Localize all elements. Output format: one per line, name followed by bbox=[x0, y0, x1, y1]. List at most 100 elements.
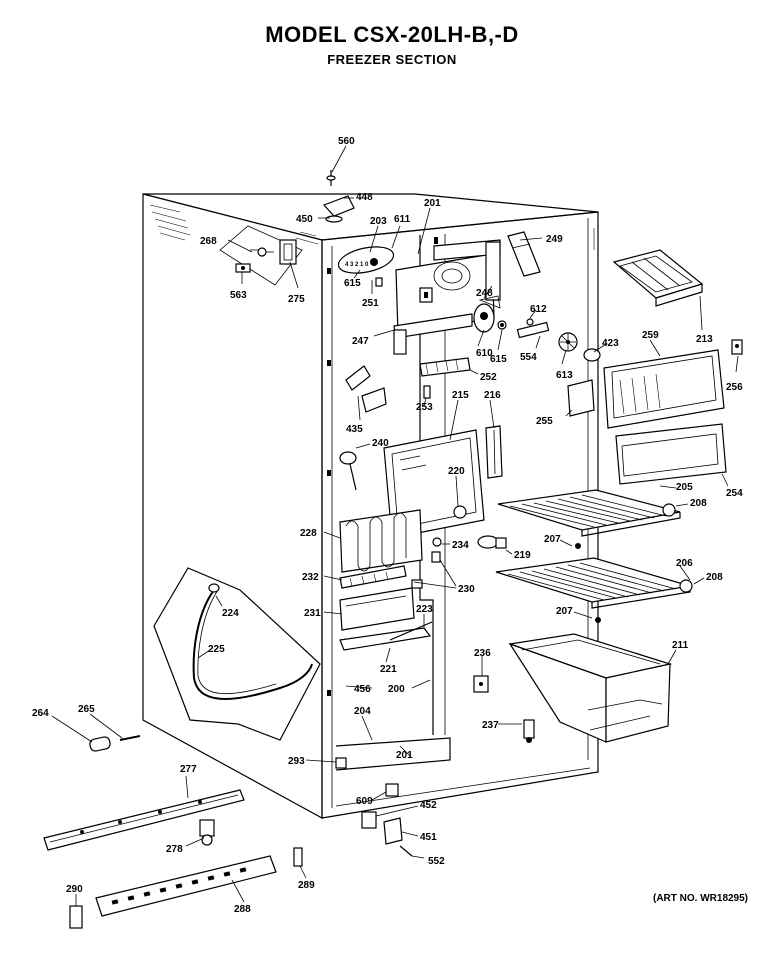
callout-labels: 560 448 450 203 611 201 268 249 275 615 … bbox=[32, 136, 743, 915]
top-hardware bbox=[322, 170, 355, 223]
callout-label: 224 bbox=[222, 608, 239, 619]
callout-label: 256 bbox=[726, 382, 743, 393]
heater-232 bbox=[339, 565, 407, 589]
svg-text:4 3 2 1 0: 4 3 2 1 0 bbox=[345, 262, 369, 268]
hinge-parts bbox=[473, 675, 535, 743]
clips-230 bbox=[411, 551, 441, 589]
callout-label: 435 bbox=[346, 424, 363, 435]
drain-parts bbox=[432, 535, 507, 549]
grille-252 bbox=[419, 357, 471, 377]
callout-label: 216 bbox=[484, 390, 501, 401]
callout-label: 204 bbox=[354, 706, 371, 717]
callout-label: 615 bbox=[490, 354, 507, 365]
callout-label: 208 bbox=[706, 572, 723, 583]
fan-blade-assembly bbox=[516, 318, 578, 352]
fan-motor bbox=[473, 295, 507, 333]
callout-label: 206 bbox=[676, 558, 693, 569]
light-shield bbox=[603, 349, 725, 429]
small-brackets bbox=[345, 365, 431, 413]
callout-label: 268 bbox=[200, 236, 217, 247]
callout-label: 613 bbox=[556, 370, 573, 381]
wire-shelf-upper bbox=[497, 489, 681, 537]
callout-label: 278 bbox=[166, 844, 183, 855]
clip-256 bbox=[731, 339, 743, 355]
callout-label: 228 bbox=[300, 528, 317, 539]
callout-label: 215 bbox=[452, 390, 469, 401]
callout-label: 289 bbox=[298, 880, 315, 891]
callout-label: 251 bbox=[362, 298, 379, 309]
wire-shelf-lower bbox=[495, 557, 691, 609]
ice-bin bbox=[508, 633, 673, 743]
duct-216 bbox=[485, 425, 503, 479]
callout-label: 253 bbox=[416, 402, 433, 413]
sensor-240 bbox=[339, 451, 357, 491]
callout-label: 219 bbox=[514, 550, 531, 561]
callout-label: 200 bbox=[388, 684, 405, 695]
plate-255 bbox=[567, 379, 595, 417]
bottom-rail-277 bbox=[43, 789, 245, 851]
callout-label: 456 bbox=[354, 684, 371, 695]
callout-label: 223 bbox=[416, 604, 433, 615]
callout-label: 560 bbox=[338, 136, 355, 147]
callout-label: 211 bbox=[672, 640, 689, 651]
callout-label: 448 bbox=[356, 192, 373, 203]
callout-label: 450 bbox=[296, 214, 313, 225]
callout-label: 203 bbox=[370, 216, 387, 227]
leader-lines bbox=[51, 145, 739, 906]
small-parts-289-290 bbox=[69, 847, 303, 929]
art-number: (ART NO. WR18295) bbox=[653, 893, 749, 904]
callout-label: 610 bbox=[476, 348, 493, 359]
lower-hinge-assembly bbox=[361, 783, 413, 857]
callout-label: 230 bbox=[458, 584, 475, 595]
callout-label: 259 bbox=[642, 330, 659, 341]
callout-label: 201 bbox=[424, 198, 441, 209]
callout-label: 220 bbox=[448, 466, 465, 477]
fan-housing-panel bbox=[393, 253, 495, 355]
callout-label: 264 bbox=[32, 708, 49, 719]
callout-label: 248 bbox=[476, 288, 493, 299]
section-subtitle: FREEZER SECTION bbox=[327, 52, 457, 67]
callout-label: 563 bbox=[230, 290, 247, 301]
thermostat-dial: 4 3 2 1 0 bbox=[337, 246, 395, 287]
callout-label: 208 bbox=[690, 498, 707, 509]
callout-label: 234 bbox=[452, 540, 469, 551]
evaporator-coil bbox=[339, 509, 423, 573]
callout-label: 611 bbox=[394, 214, 411, 225]
shelf-supports bbox=[575, 503, 693, 623]
callout-label: 554 bbox=[520, 352, 537, 363]
model-title: MODEL CSX-20LH-B,-D bbox=[265, 22, 519, 47]
callout-label: 277 bbox=[180, 764, 197, 775]
callout-label: 236 bbox=[474, 648, 491, 659]
callout-label: 423 bbox=[602, 338, 619, 349]
clip-293 bbox=[335, 757, 347, 769]
plug-parts bbox=[89, 735, 141, 752]
callout-label: 221 bbox=[380, 664, 397, 675]
callout-label: 452 bbox=[420, 800, 437, 811]
ice-cube-tray bbox=[612, 249, 704, 307]
callout-label: 615 bbox=[344, 278, 361, 289]
callout-label: 205 bbox=[676, 482, 693, 493]
callout-label: 265 bbox=[78, 704, 95, 715]
callout-label: 231 bbox=[304, 608, 321, 619]
callout-label: 293 bbox=[288, 756, 305, 767]
callout-label: 237 bbox=[482, 720, 499, 731]
callout-label: 252 bbox=[480, 372, 497, 383]
light-bulb bbox=[583, 348, 601, 362]
callout-label: 612 bbox=[530, 304, 547, 315]
callout-label: 213 bbox=[696, 334, 713, 345]
callout-label: 552 bbox=[428, 856, 445, 867]
callout-label: 249 bbox=[546, 234, 563, 245]
door-panel bbox=[153, 567, 321, 741]
callout-label: 201 bbox=[396, 750, 413, 761]
bracket-249 bbox=[507, 231, 541, 277]
evaporator-cover bbox=[383, 429, 485, 539]
tray-231 bbox=[339, 587, 415, 631]
callout-label: 290 bbox=[66, 884, 83, 895]
callout-label: 225 bbox=[208, 644, 225, 655]
base-grille-288 bbox=[95, 855, 277, 917]
roller-278 bbox=[199, 819, 215, 846]
callout-label: 207 bbox=[556, 606, 573, 617]
callout-label: 275 bbox=[288, 294, 305, 305]
drain-trough bbox=[339, 621, 433, 651]
